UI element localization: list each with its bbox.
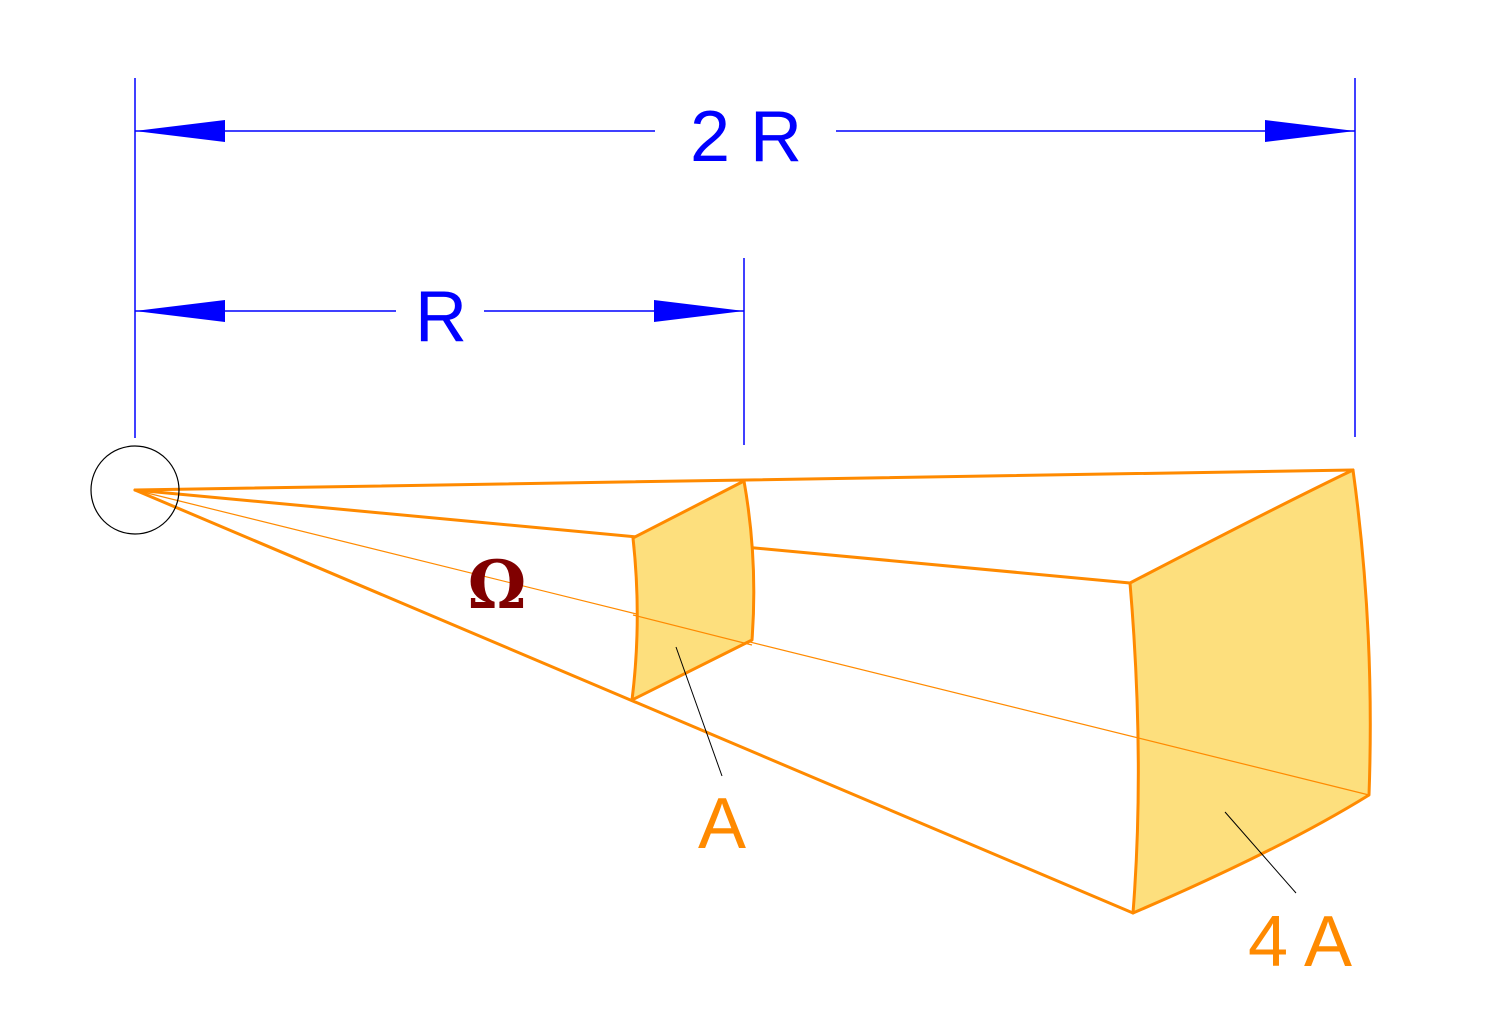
two-r-left-arrow-icon [135, 120, 225, 142]
far-area-leader-line [1224, 811, 1297, 894]
point-source-circle [90, 445, 180, 535]
near-area-leader-line [675, 646, 723, 777]
near-area-patch [630, 479, 756, 702]
near-area-label: A [698, 784, 746, 864]
dimension-arrows [135, 120, 1355, 322]
cone-bottom-edge [133, 488, 1135, 915]
far-area-label: 4 A [1248, 902, 1352, 982]
far-area-patch [1128, 468, 1372, 915]
cone-axis-through-near-patch [632, 614, 753, 646]
r-right-arrow-icon [654, 300, 744, 322]
cone-axis-line [134, 489, 1370, 796]
r-label: R [415, 277, 467, 357]
two-r-right-arrow-icon [1265, 120, 1355, 142]
r-left-arrow-icon [135, 300, 225, 322]
solid-angle-omega-label: Ω [468, 546, 527, 624]
two-r-label: 2 R [690, 97, 802, 177]
cone-middle-edge [133, 488, 1132, 585]
